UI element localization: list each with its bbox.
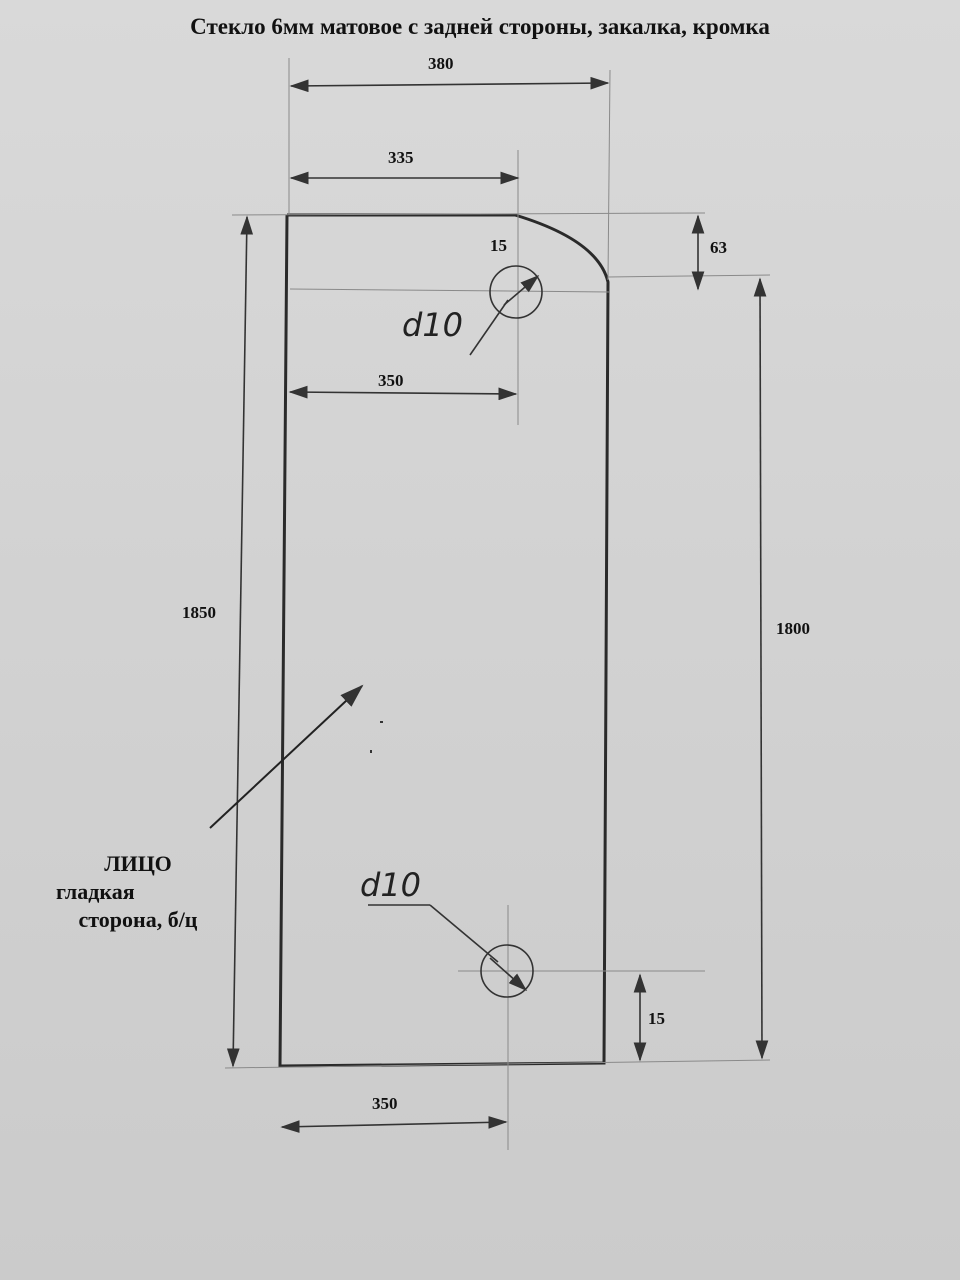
hole-top-radius	[503, 274, 540, 306]
hole-top-label: d10	[402, 306, 464, 344]
dim-label-350-bottom: 350	[372, 1094, 398, 1113]
dim-line-350-top	[288, 385, 518, 401]
dim-line-380	[289, 76, 610, 93]
guide-bottom-extension	[224, 1059, 771, 1069]
dim-line-1850	[226, 215, 254, 1068]
hole-bottom-leader-diagonal	[429, 904, 499, 963]
hole-bottom	[480, 944, 534, 998]
dim-label-335: 335	[388, 148, 414, 167]
dim-label-63: 63	[710, 238, 727, 257]
dim-label-15-top: 15	[490, 236, 507, 255]
guide-hole-top-horizontal	[289, 288, 611, 293]
face-note-line3: сторона, б/ц	[78, 907, 198, 932]
drawing-title: Стекло 6мм матовое с задней стороны, зак…	[190, 14, 770, 39]
dim-label-1800: 1800	[776, 619, 810, 638]
hole-top-leader	[469, 299, 509, 356]
hole-top	[489, 265, 543, 319]
hole-bottom-radius	[489, 957, 528, 992]
guide-right-top	[607, 69, 611, 281]
dim-label-15-bottom: 15	[648, 1009, 665, 1028]
glass-outline	[278, 213, 610, 1068]
dim-line-350-bottom	[280, 1115, 508, 1134]
face-note: ЛИЦО гладкая сторона, б/ц	[50, 850, 226, 934]
guide-corner-extension	[607, 274, 771, 278]
dim-label-350-top: 350	[378, 371, 404, 390]
dim-label-380: 380	[428, 54, 454, 73]
face-arrow	[209, 684, 364, 829]
hole-bottom-label: d10	[360, 866, 422, 904]
guide-top-extension	[231, 212, 706, 216]
dim-line-1800	[753, 277, 769, 1060]
dim-label-1850: 1850	[182, 603, 216, 622]
face-note-title: ЛИЦО	[104, 851, 172, 876]
face-note-line2: гладкая	[56, 879, 135, 904]
